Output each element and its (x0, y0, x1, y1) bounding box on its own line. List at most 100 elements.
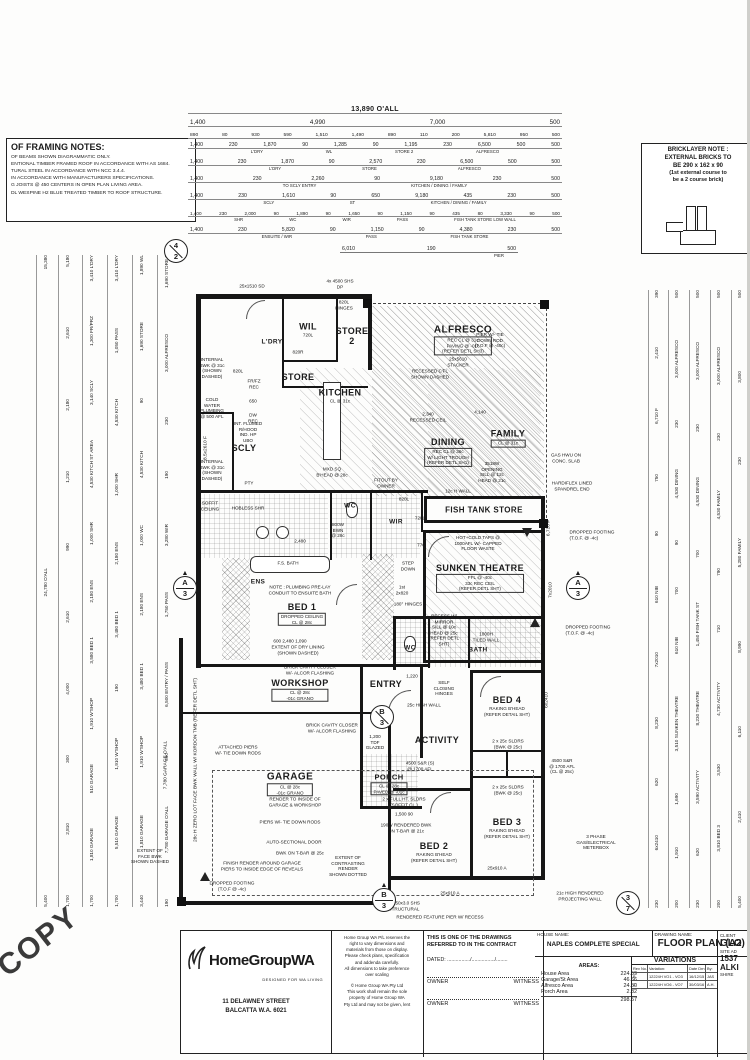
kitchen-island (323, 382, 341, 460)
alfresco-pier (539, 519, 548, 528)
dim-label: 7x2010 (654, 652, 659, 668)
note-stacker-door: 25x5610 STACKER (447, 356, 469, 368)
disclaimer-line: right to vary dimensions and (349, 941, 405, 947)
framing-note-line: TURAL STEEL IN ACCORDANCE WITH NCC 3.4.4… (11, 169, 126, 175)
dim-label: 3,810 BED 3 (716, 824, 721, 852)
dim-label: 2,810 (64, 823, 70, 835)
dim-label: 7,780 GARAGE O'ALL (163, 806, 169, 854)
note-internal-bwk-2: INTERNAL BWK @ 31c (SHOWN DASHED) (199, 459, 225, 481)
dim-value: 230 (507, 227, 517, 233)
dim-label: 620 (695, 847, 700, 856)
dim-label: FISH TANK STORE LOW WALL (454, 217, 516, 222)
contract-statement: THIS IS ONE OF THE DRAWINGS REFERRED TO … (427, 935, 517, 948)
wall (393, 616, 543, 619)
note-180-hinges: 180° HINGES (393, 601, 423, 607)
dim-label: PASS (365, 234, 377, 239)
dim-value: 890 (190, 133, 199, 138)
variations-header: Date Drn: (688, 965, 706, 973)
paper-edge (747, 0, 750, 1060)
note-door-820r: 820R (292, 349, 304, 355)
wall (196, 412, 234, 414)
dim-label: 1,300 FR/PRZ (88, 315, 94, 346)
wall (388, 712, 391, 904)
witness-label: WITNESS (513, 978, 539, 985)
wc-pan (404, 636, 416, 652)
dim-label: FISH TANK STORE (450, 234, 489, 239)
note-contrast-render: EXTENT OF CONTRASTING RENDER SHOWN DOTTE… (329, 855, 367, 877)
note-zero-lot-wall: 28c H ZERO LOT FACE BWK WALL W/ KORDON T… (193, 677, 199, 843)
wall (421, 492, 423, 532)
framing-note-line: OF BEAMS SHOWN DIAGRAMMATIC ONLY. (11, 155, 111, 160)
dim-value: 4,380 (459, 227, 473, 233)
room-label-wir: WIR (389, 518, 403, 526)
disclaimer-line: Please check plans, specification (344, 953, 410, 959)
dim-label: 190 (163, 899, 169, 907)
note-window-85x2610: 8.5x2610 F (203, 435, 209, 461)
dim-value: 1,400 (190, 193, 203, 199)
dim-label: 1,700 (88, 895, 94, 907)
dim-label: 1,050 PASS (113, 327, 119, 353)
dim-label: 5,510 GARAGE (113, 815, 119, 849)
dim-value: 90 (329, 227, 336, 233)
wc-pan (346, 502, 358, 518)
dim-label: 15,380 (42, 255, 48, 270)
framing-note-line: DL WESPINE H2 BLUE TREATED TIMBER TO ROO… (11, 190, 163, 196)
dim-value: 230 (219, 211, 227, 216)
note-opening-3518w: 3518W OPENING SILL @ 12c HEAD @ 21c (478, 461, 506, 483)
dim-label: 1,000 WC (138, 524, 144, 546)
variation: 12224H VO1 - VO3 (648, 973, 688, 981)
dim-value: 230 (237, 159, 247, 165)
note-gas-hwu: GAS HWU ON CONC. SLAB (550, 452, 582, 464)
dim-value: 5,820 (281, 227, 295, 233)
note-garage-oall: 7,780 GARAGE O'ALL (163, 740, 169, 790)
dim-value: 1,400 (190, 211, 202, 216)
wall (541, 496, 545, 880)
note-attached-piers: ATTACHED PIERS W/- TIE DOWN RODS (215, 744, 261, 756)
dim-label: 750 (654, 473, 659, 482)
dim-label: WL (325, 149, 333, 154)
room-label-store2: STORE 2 (335, 326, 369, 346)
note-high-wall: 25c HIGH WALL (407, 702, 441, 708)
note-brick-cavity-2: BRICK CAVITY CLOSER W/- ALCOR FLASHING (306, 722, 358, 734)
dim-label: 3,000 ALFRESCO (674, 339, 679, 378)
dim-value: 2,570 (369, 159, 383, 165)
dim-label: WIR (342, 217, 351, 222)
dim-value: 230 (238, 193, 247, 199)
alfresco-right-dashed-line (546, 303, 547, 523)
note-bed1-dims: 600 2,480 1,090 (273, 638, 307, 644)
dim-value: 90 (273, 211, 279, 216)
note-door-820l2: 820L (398, 496, 410, 502)
dim-label: 2,410 (737, 810, 742, 823)
framing-note-line: IN ACCORDANCE WITH MANUFACTURERS SPECIFI… (11, 176, 155, 182)
note-plumbing-prelay: NOTE : PLUMBING PRE-LAY CONDUIT TO ENSUI… (268, 584, 332, 596)
note-dropped-footing-3: DROPPED FOOTING (T.O.F @ -4c) (209, 880, 255, 892)
dim-label: 3,480 BED 1 (113, 610, 119, 638)
framing-notes-box: OF FRAMING NOTES: OF BEAMS SHOWN DIAGRAM… (6, 138, 196, 222)
dim-label: 500 (737, 290, 742, 298)
dim-value: 1,150 (400, 211, 412, 216)
framing-notes-lines: OF BEAMS SHOWN DIAGRAMMATIC ONLY.ENTIONA… (11, 154, 191, 197)
dim-value: 90 (325, 211, 331, 216)
wall (423, 660, 544, 663)
dim-value: 90 (328, 159, 335, 165)
basin (256, 526, 269, 539)
dim-label: 4,530 KITCH (138, 450, 144, 478)
site-address-label: SITE AD (720, 949, 737, 954)
dim-label: 230 (695, 424, 700, 433)
note-brick-cavity-1: BRICK CAVITY CLOSER W/- ALCOR FLASHING (284, 664, 336, 676)
dim-value: 500 (551, 142, 560, 148)
